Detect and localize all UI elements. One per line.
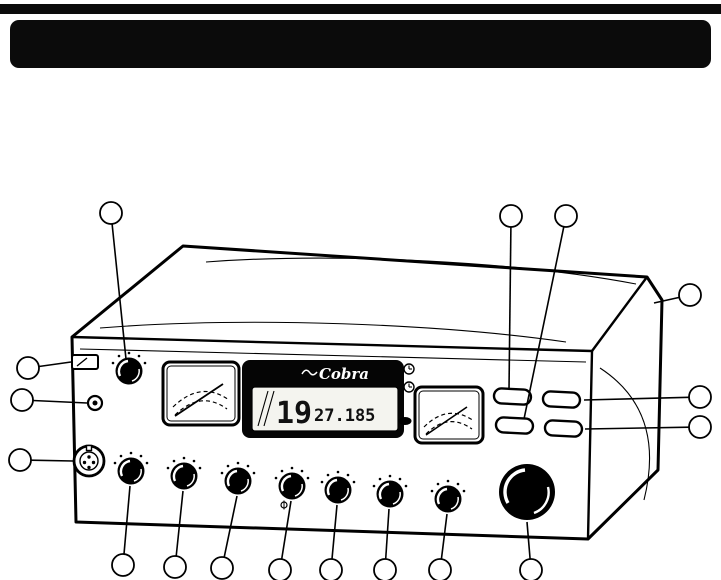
function-button-3 — [541, 390, 582, 409]
left-meter — [161, 360, 241, 427]
page-title-band — [10, 20, 711, 68]
lcd-frequency: 27.185 — [314, 406, 375, 426]
callout-mic-jack — [8, 448, 32, 472]
channel-selector-knob — [497, 462, 557, 522]
callout-knob-5 — [319, 558, 343, 580]
knob-marker-icon — [280, 500, 288, 510]
mic-hanger-icon — [71, 354, 99, 370]
indicator-icon-1 — [403, 363, 415, 375]
function-button-1 — [492, 387, 533, 406]
callout-left-buttons-bottom — [554, 204, 578, 228]
callout-right-buttons-bottom — [688, 415, 712, 439]
function-button-2 — [494, 416, 535, 435]
callout-knob-3-line — [223, 495, 238, 558]
indicator-lamp — [398, 417, 412, 425]
function-button-4 — [543, 419, 584, 438]
function-buttons — [492, 387, 584, 438]
callout-knob-2 — [163, 555, 187, 579]
callout-power-knob — [99, 201, 123, 225]
callout-right-buttons-top-line — [583, 396, 690, 401]
lcd-channel: 19 — [276, 396, 312, 431]
lcd-display: Cobra 19 27.185 — [242, 360, 404, 438]
callout-knob-7 — [428, 558, 452, 580]
callout-aux-button-line — [32, 399, 88, 404]
callout-knob-4 — [268, 558, 292, 580]
callout-left-buttons-top-line — [508, 226, 512, 391]
mic-jack — [72, 444, 106, 478]
callouts-layer — [8, 201, 712, 580]
brand-logo: Cobra — [301, 365, 369, 383]
callout-cabinet-side-line — [653, 296, 680, 304]
callout-knob-6 — [373, 558, 397, 580]
callout-right-buttons-top — [688, 385, 712, 409]
callout-knob-1-line — [123, 485, 131, 555]
callout-mic-hanger-line — [38, 361, 72, 368]
right-meter — [413, 385, 485, 445]
callout-power-knob-line — [111, 223, 127, 360]
indicator-icon-2 — [403, 381, 415, 393]
callout-knob-1 — [111, 553, 135, 577]
callout-knob-7-line — [440, 513, 448, 560]
top-rule — [0, 4, 721, 14]
callout-knob-2-line — [175, 490, 184, 557]
control-knobs — [112, 450, 467, 514]
callout-right-buttons-bottom-line — [584, 426, 690, 430]
callout-left-buttons-top — [499, 204, 523, 228]
callout-cabinet-side — [678, 283, 702, 307]
callout-knob-4-line — [280, 500, 292, 560]
callout-mic-hanger — [16, 356, 40, 380]
callout-left-buttons-bottom-line — [523, 226, 565, 420]
callout-knob-6-line — [384, 508, 390, 560]
callout-aux-button — [10, 388, 34, 412]
callout-mic-jack-line — [30, 459, 74, 462]
brand-logo-text: Cobra — [319, 365, 369, 383]
callout-knob-5-line — [331, 504, 338, 560]
aux-round-button — [86, 394, 104, 412]
callout-channel-knob — [519, 558, 543, 580]
callout-channel-knob-line — [526, 521, 531, 560]
callout-knob-3 — [210, 556, 234, 580]
